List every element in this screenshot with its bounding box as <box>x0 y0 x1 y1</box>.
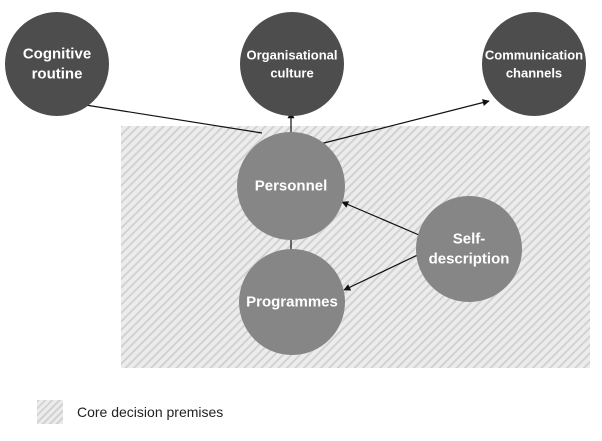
node-label: routine <box>32 66 83 83</box>
node-circle <box>5 12 109 116</box>
nodes-layer: Cognitive routine Organisational culture Com… <box>5 12 586 355</box>
legend-label: Core decision premises <box>77 404 224 420</box>
node-label: Self- <box>453 230 486 247</box>
node-programmes: Programmes <box>239 249 345 355</box>
legend: Core decision premises <box>37 398 223 426</box>
arrow-personnel-to-communication-channels <box>319 99 490 145</box>
edges-layer <box>72 99 490 291</box>
node-personnel: Personnel <box>237 132 345 240</box>
node-label: Programmes <box>246 294 338 311</box>
node-self-description: Self-description <box>416 196 522 302</box>
node-label: Communication <box>485 48 583 63</box>
legend-hatch-swatch <box>37 400 63 424</box>
node-circle <box>239 249 345 355</box>
node-organisational-culture: Organisational culture <box>240 12 344 116</box>
node-cognitive-routine: Cognitive routine <box>5 12 109 116</box>
node-label: culture <box>270 65 313 80</box>
node-circle <box>482 12 586 116</box>
node-label: channels <box>506 65 562 80</box>
arrow-programmes-to-self-description <box>343 250 427 291</box>
node-label: Personnel <box>255 178 328 195</box>
node-label: Organisational <box>246 48 337 63</box>
arrow-personnel-to-self-description <box>341 201 427 239</box>
node-label: Cognitive <box>23 45 91 62</box>
arrow-personnel-to-cognitive-routine <box>72 100 263 134</box>
node-circle <box>240 12 344 116</box>
node-label: description <box>429 251 510 268</box>
node-communication-channels: Communication channels <box>482 12 586 116</box>
node-circle <box>237 132 345 240</box>
node-circle <box>416 196 522 302</box>
